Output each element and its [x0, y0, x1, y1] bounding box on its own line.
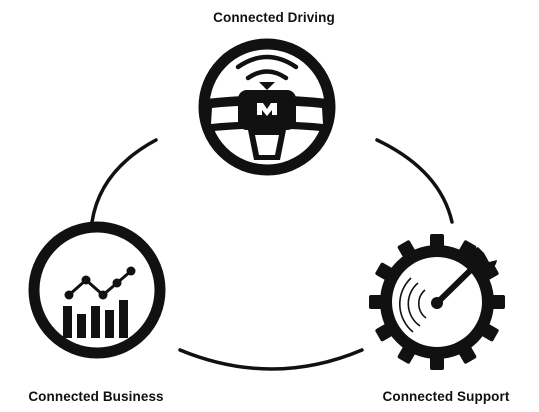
signal-icon [245, 69, 289, 81]
chart-bar [119, 300, 128, 338]
node-label-connected-business: Connected Business [28, 389, 164, 404]
node-label-connected-support: Connected Support [382, 389, 510, 404]
steering-wheel-icon [198, 38, 336, 176]
node-label-connected-driving: Connected Driving [213, 10, 335, 25]
trend-line [68, 269, 132, 297]
connector-driving-support [375, 138, 454, 224]
chart-bar [105, 310, 114, 338]
radar-icon [398, 277, 414, 333]
connector-driving-business [90, 138, 158, 224]
connector-business-support [178, 348, 364, 371]
chart-bar [91, 306, 100, 338]
gear-wrench-icon [369, 234, 505, 370]
chart-bar [63, 306, 72, 338]
business-chart-icon [28, 221, 166, 359]
chart-bar [77, 314, 86, 338]
